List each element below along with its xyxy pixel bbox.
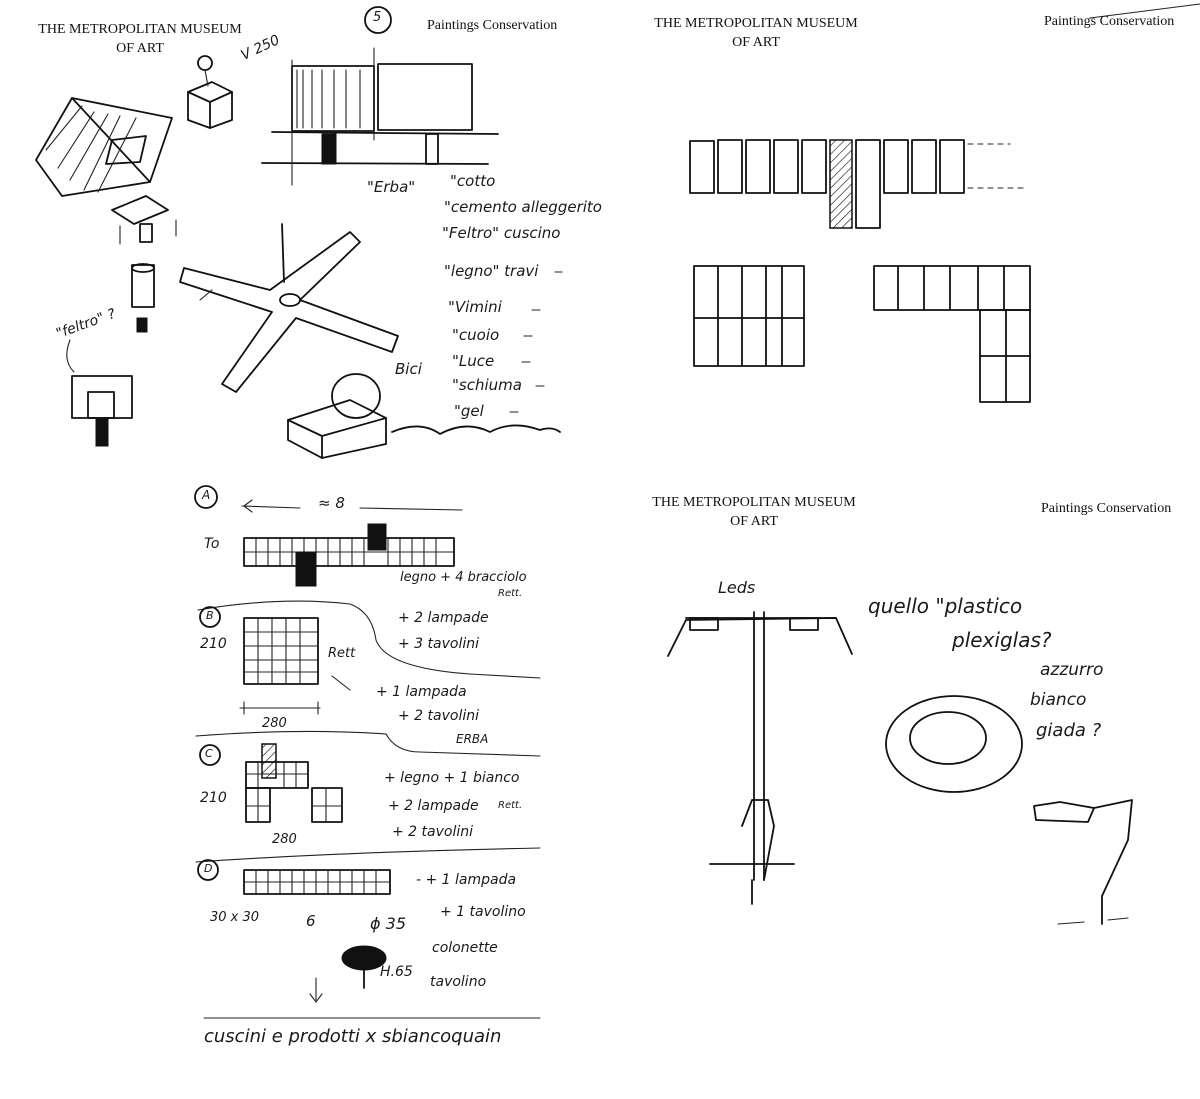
color-option: giada ? [1036, 720, 1102, 741]
museum-name: THE METROPOLITAN MUSEUM [654, 16, 858, 31]
height-label: 210 [200, 790, 227, 806]
section-mark-a: A [202, 488, 211, 502]
note: legno + 4 bracciolo [400, 570, 527, 585]
list-item: "legno" travi [444, 262, 539, 280]
note: + 2 lampade [398, 610, 489, 626]
height-label: H.65 [380, 964, 413, 980]
color-option: bianco [1030, 690, 1087, 710]
museum-name-suffix: OF ART [116, 41, 164, 56]
list-item: "schiuma [452, 376, 522, 394]
bike-label: Bici [395, 360, 422, 378]
dimension-label: ≈ 8 [318, 494, 345, 512]
section-mark-b: B [206, 609, 214, 622]
note: + 2 tavolini [392, 824, 473, 840]
section-mark-d: D [204, 862, 213, 875]
leds-label: Leds [718, 578, 756, 597]
grid-label: Rett [328, 646, 356, 661]
lamp-elevation [667, 611, 853, 905]
note: tavolino [430, 974, 487, 990]
list-item: "Luce [452, 352, 495, 370]
plastic-label: quello "plastico [868, 594, 1023, 618]
department-label: Paintings Conservation [1044, 14, 1175, 29]
panel-grid-right [873, 265, 1031, 403]
museum-name-suffix: OF ART [730, 514, 778, 529]
note: colonette [432, 940, 498, 956]
stool-parts [111, 195, 177, 333]
list-item: "Feltro" cuscino [442, 224, 561, 242]
list-item: "gel [454, 402, 484, 420]
list-dashes [391, 271, 563, 435]
grid-b [239, 617, 351, 715]
lamp-top-view [885, 695, 1023, 793]
lamp-side-profile [1033, 799, 1133, 925]
note: + 2 tavolini [398, 708, 479, 724]
small-cube [187, 55, 233, 129]
box-perspective [35, 97, 173, 197]
note: Rett. [498, 588, 523, 599]
museum-name-suffix: OF ART [732, 35, 780, 50]
panel-row-1 [689, 139, 1027, 229]
count-label: 6 [306, 912, 316, 930]
note: + legno + 1 bianco [384, 770, 520, 786]
museum-name: THE METROPOLITAN MUSEUM [652, 495, 856, 510]
grid-a [243, 523, 455, 587]
note: + 2 lampade [388, 798, 479, 814]
museum-header: THE METROPOLITAN MUSEUM OF ART [20, 20, 260, 58]
grid-c [245, 743, 343, 823]
grass-label: "Erba" [367, 178, 416, 196]
list-item: "cotto [450, 172, 496, 190]
museum-header: THE METROPOLITAN MUSEUM OF ART [636, 14, 876, 52]
felt-block [66, 339, 133, 447]
note: - + 1 lampada [416, 872, 517, 888]
cabinet-elevation [261, 47, 499, 186]
width-label: 280 [262, 716, 287, 731]
grid-d [243, 869, 391, 1003]
bottom-right-sketches [667, 611, 1133, 925]
footer-note: cuscini e prodotti x sbiancoquain [204, 1026, 502, 1047]
museum-name: THE METROPOLITAN MUSEUM [38, 22, 242, 37]
bike-boxes [287, 373, 387, 459]
width-label: 280 [272, 832, 297, 847]
panel-grid-left [693, 265, 805, 367]
bottom-left-sketches [194, 485, 541, 1019]
top-left-sketches [35, 6, 563, 459]
section-number: 5 [373, 10, 382, 25]
department-label: Paintings Conservation [1041, 501, 1172, 516]
side-label: To [204, 536, 220, 552]
note: ERBA [456, 732, 489, 746]
module-label: 30 x 30 [210, 910, 260, 925]
note: + 3 tavolini [398, 636, 479, 652]
department-label: Paintings Conservation [427, 18, 558, 33]
circle-mark [364, 6, 392, 34]
note: Rett. [498, 800, 523, 811]
list-item: "cuoio [452, 326, 500, 344]
cross-base [179, 223, 399, 393]
note: + 1 lampada [376, 684, 467, 700]
list-item: "cemento alleggerito [444, 198, 602, 216]
height-label: 210 [200, 636, 227, 652]
museum-header: THE METROPOLITAN MUSEUM OF ART [634, 493, 874, 531]
note: + 1 tavolino [440, 904, 526, 920]
plexiglass-label: plexiglas? [952, 628, 1052, 652]
list-item: "Vimini [448, 298, 502, 316]
color-option: azzurro [1040, 660, 1104, 680]
section-mark-c: C [205, 747, 213, 760]
diameter-label: ϕ 35 [370, 914, 406, 933]
top-right-sketches [689, 3, 1200, 403]
